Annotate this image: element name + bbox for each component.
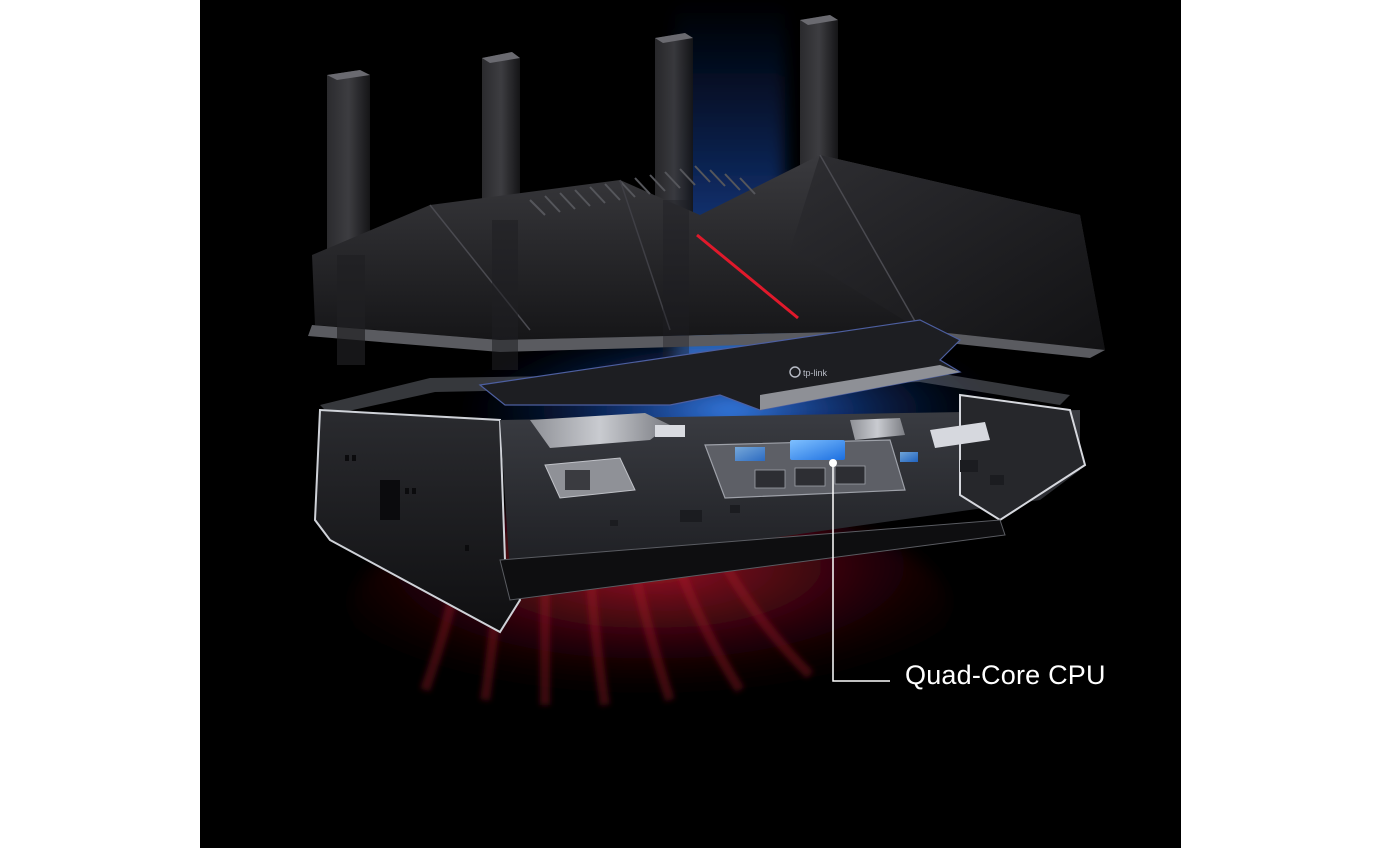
router-base-chassis — [313, 393, 1087, 634]
router-top-shell — [308, 154, 1105, 370]
heat-shield-plate: tp-link — [478, 319, 962, 411]
cpu-chip — [790, 440, 845, 460]
callout-label: Quad-Core CPU — [905, 660, 1106, 690]
circuit-board — [530, 413, 1004, 526]
cpu-callout — [829, 459, 890, 682]
product-image: tp-link — [200, 0, 1181, 848]
callout-line — [832, 463, 890, 682]
router-illustration: tp-link — [308, 0, 1105, 720]
brand-logo: tp-link — [803, 368, 828, 378]
